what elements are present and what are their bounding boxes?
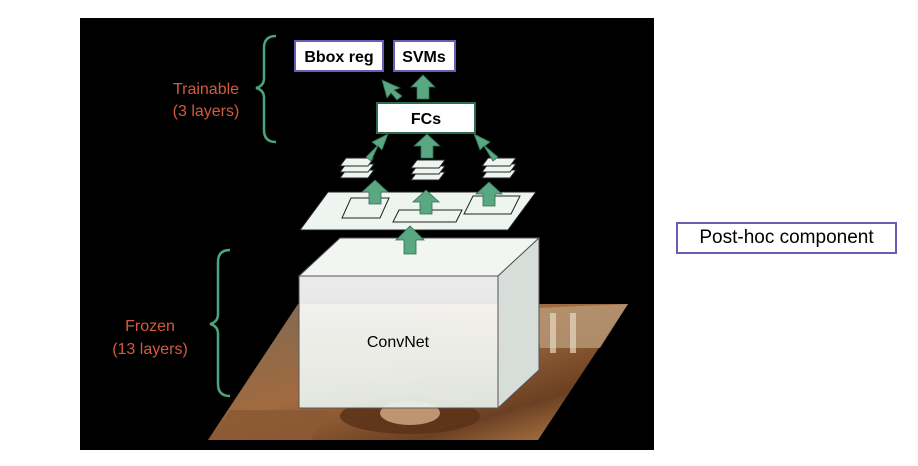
frozen-label-line1: Frozen	[125, 318, 175, 335]
arrow-pool-left-to-fc	[365, 133, 389, 162]
diagram-canvas: ConvNet FCs	[80, 18, 654, 450]
frozen-bracket	[209, 248, 231, 398]
pooled-features-right	[481, 157, 517, 179]
post-hoc-legend: Post-hoc component	[676, 222, 897, 254]
trainable-bracket	[255, 34, 277, 144]
fcs-label: FCs	[411, 111, 441, 128]
svms-node: SVMs	[393, 40, 456, 72]
arrow-convnet-to-features	[395, 225, 425, 255]
convnet-block: ConvNet	[297, 236, 541, 410]
arrow-fc-to-svms	[410, 74, 436, 100]
svms-label: SVMs	[402, 49, 446, 66]
bbox-reg-label: Bbox reg	[304, 49, 373, 66]
convnet-label: ConvNet	[367, 334, 430, 351]
post-hoc-legend-label: Post-hoc component	[699, 227, 874, 248]
frozen-label-line2: (13 layers)	[112, 341, 188, 358]
arrow-pool-right-to-fc	[473, 133, 499, 162]
pooled-features-left	[339, 157, 375, 179]
arrow-roi-center	[411, 189, 441, 215]
trainable-label-line1: Trainable	[173, 81, 239, 98]
fcs-node: FCs	[376, 102, 476, 134]
arrow-roi-right	[474, 181, 504, 207]
arrow-fc-to-bbox	[381, 79, 403, 101]
bbox-reg-node: Bbox reg	[294, 40, 384, 72]
arrow-roi-left	[360, 179, 390, 205]
trainable-label-line2: (3 layers)	[173, 103, 240, 120]
arrow-pool-center-to-fc	[412, 133, 442, 159]
pooled-features-center	[410, 159, 446, 181]
diagram-slide: ConvNet FCs	[80, 18, 654, 450]
